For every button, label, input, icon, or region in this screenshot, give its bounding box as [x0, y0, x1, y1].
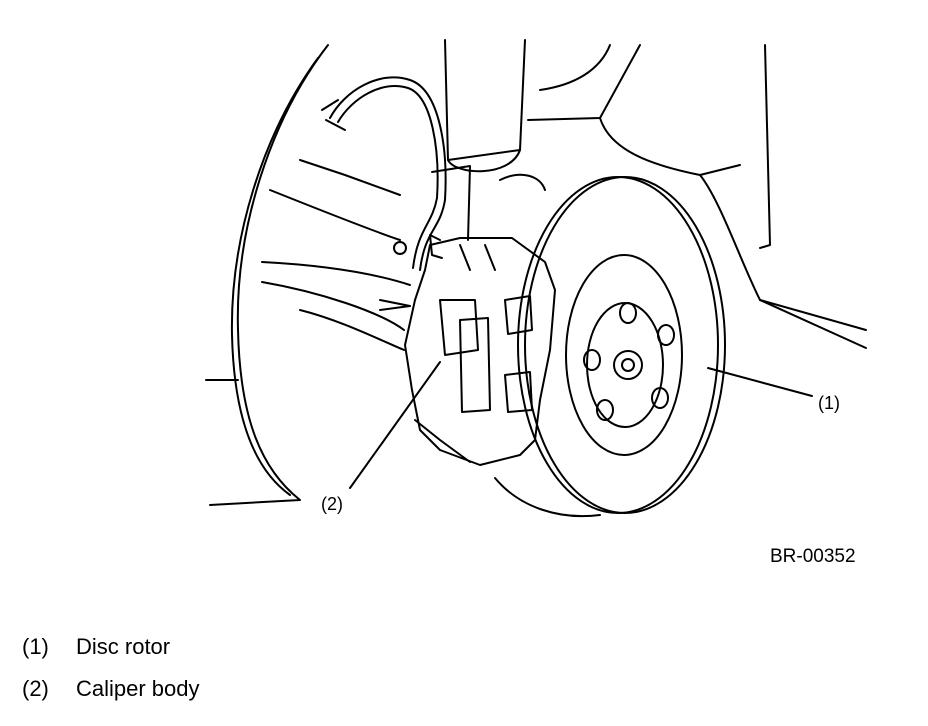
strut-body — [431, 39, 546, 241]
callout-label-2: (2) — [321, 494, 343, 514]
legend-item-disc-rotor: (1) Disc rotor — [22, 634, 170, 660]
hub-and-studs — [583, 302, 675, 421]
legend-text: Disc rotor — [76, 634, 171, 659]
legend-text: Caliper body — [76, 676, 200, 701]
callout-line-1 — [707, 367, 813, 397]
control-arm — [261, 159, 411, 351]
caliper-body — [404, 234, 556, 466]
body-panel — [527, 44, 867, 349]
fender-arc — [205, 44, 329, 506]
legend-item-caliper-body: (2) Caliper body — [22, 676, 200, 702]
legend-number: (2) — [22, 676, 49, 701]
brake-hose — [321, 76, 447, 271]
callout-label-1: (1) — [818, 393, 840, 413]
disc-rotor — [494, 176, 726, 518]
callout-line-2 — [349, 361, 441, 489]
legend-number: (1) — [22, 634, 49, 659]
figure-code: BR-00352 — [770, 546, 856, 567]
